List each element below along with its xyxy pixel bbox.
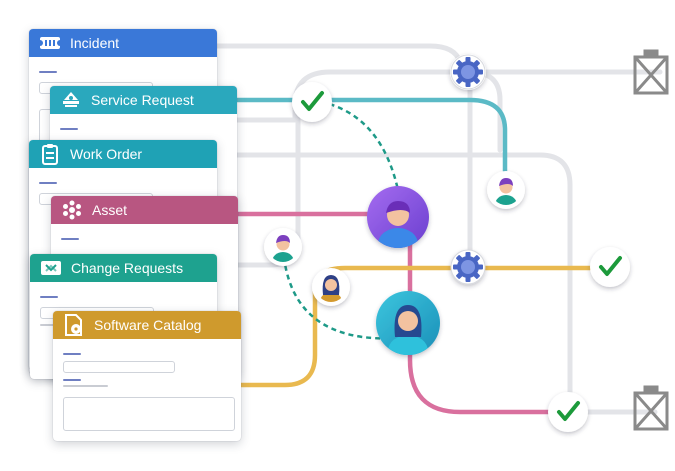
gear-icon xyxy=(450,54,486,90)
avatar xyxy=(367,186,429,248)
disc-document-icon xyxy=(63,314,85,336)
card-title: Asset xyxy=(92,202,128,218)
path-work-order xyxy=(214,152,573,415)
avatar xyxy=(264,228,302,266)
card-header: Change Requests xyxy=(30,254,217,282)
avatar xyxy=(312,268,350,306)
path-dashed xyxy=(281,98,401,340)
closed-box-icon xyxy=(633,49,669,95)
card-title: Software Catalog xyxy=(94,317,202,333)
checkmark-icon xyxy=(292,82,332,122)
card-title: Incident xyxy=(70,35,120,51)
checkmark-icon xyxy=(590,247,630,287)
path-incident xyxy=(214,43,663,75)
exchange-ticket-icon xyxy=(40,257,62,279)
bell-icon xyxy=(60,89,82,111)
asterisk-icon xyxy=(61,199,83,221)
card-header: Asset xyxy=(51,196,238,224)
gear-icon xyxy=(450,249,486,285)
ticket-icon xyxy=(39,32,61,54)
card-title: Change Requests xyxy=(71,260,184,276)
card-header: Service Request xyxy=(50,86,237,114)
software-catalog-card[interactable]: Software Catalog xyxy=(53,311,241,441)
card-header: Work Order xyxy=(29,140,217,168)
card-title: Service Request xyxy=(91,92,194,108)
card-header: Incident xyxy=(29,29,217,57)
card-title: Work Order xyxy=(70,146,143,162)
avatar xyxy=(487,171,525,209)
clipboard-icon xyxy=(39,143,61,165)
closed-box-icon xyxy=(633,385,669,431)
path-service xyxy=(234,97,508,181)
card-header: Software Catalog xyxy=(53,311,241,339)
checkmark-icon xyxy=(548,392,588,432)
avatar xyxy=(376,291,440,355)
